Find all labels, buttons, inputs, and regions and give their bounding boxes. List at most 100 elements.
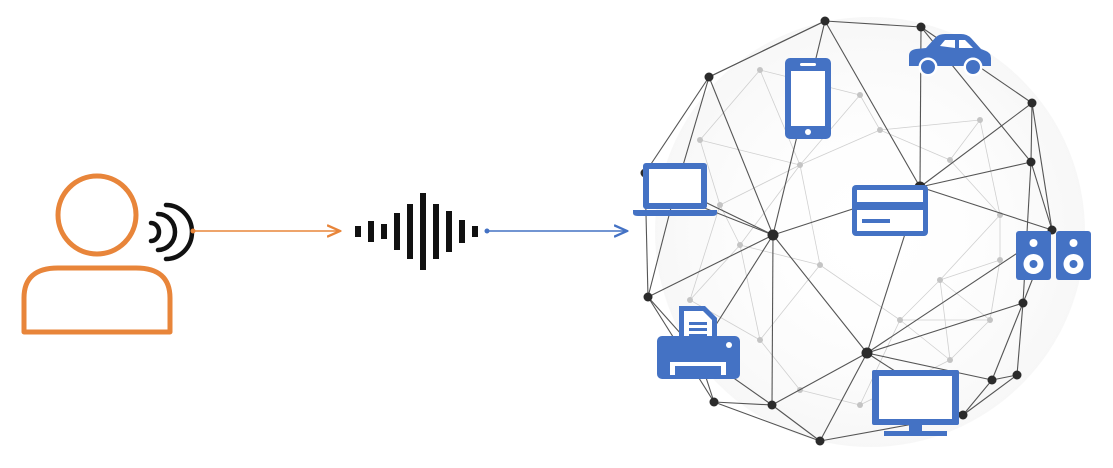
network-background-edge: [949, 319, 991, 361]
network-node: [1026, 157, 1036, 167]
network-background-node: [947, 357, 953, 363]
network-node: [1012, 370, 1022, 380]
network-background-node: [947, 157, 953, 163]
network-background-node: [987, 317, 993, 323]
network-background-node: [737, 242, 743, 248]
network-node: [958, 410, 968, 420]
network-node: [643, 292, 653, 302]
network-node: [704, 72, 714, 82]
network-background-edge: [759, 339, 801, 391]
network-edge: [991, 302, 1024, 381]
network-edge: [1016, 302, 1024, 376]
network-background-edge: [699, 139, 721, 206]
network-edge: [713, 401, 773, 406]
network-edge: [647, 234, 774, 298]
laptop-icon: [633, 163, 717, 216]
network-background-node: [857, 402, 863, 408]
network-background-node: [877, 127, 883, 133]
network-background-edge: [939, 259, 1001, 281]
network-edge: [919, 186, 1053, 231]
network-node: [767, 229, 779, 241]
network-background-edge: [879, 119, 981, 131]
network-node: [916, 22, 926, 32]
network-edge: [824, 20, 921, 188]
monitor-icon: [872, 370, 959, 436]
network-node: [815, 436, 825, 446]
network-edge: [866, 302, 1024, 354]
network-background-node: [977, 117, 983, 123]
network-background-node: [997, 257, 1003, 263]
arrow-origin-dot: [190, 228, 196, 234]
network-background-edge: [879, 129, 951, 161]
network-background-edge: [759, 264, 821, 341]
network-edge: [772, 234, 868, 354]
network-background-edge: [899, 279, 941, 321]
network-edge: [962, 379, 993, 416]
network-background-edge: [739, 244, 821, 266]
network-background-edge: [859, 319, 901, 406]
network-background-edge: [939, 279, 991, 321]
network-background-node: [757, 337, 763, 343]
network-background-edge: [699, 139, 801, 166]
network-edge: [819, 352, 868, 442]
network-edge: [708, 20, 826, 78]
network-node: [1018, 298, 1028, 308]
network-background-edge: [949, 119, 981, 161]
network-background-node: [817, 262, 823, 268]
printer-icon: [657, 306, 740, 379]
arrow-origin-dot: [484, 228, 490, 234]
network-edge: [1030, 161, 1053, 231]
network-background-edge: [799, 389, 861, 406]
smartphone-icon: [785, 58, 831, 139]
network-background-edge: [979, 119, 1001, 216]
network-background-edge: [689, 244, 741, 301]
network-background-edge: [689, 204, 721, 301]
network-background-edge: [719, 204, 741, 246]
network-edge: [713, 401, 821, 442]
network-edge: [708, 76, 774, 236]
network-edge: [824, 20, 922, 28]
network-background-edge: [799, 129, 881, 166]
network-edge: [919, 102, 1033, 188]
network-background-node: [797, 162, 803, 168]
network-node: [820, 16, 830, 26]
speakers-icon: [1016, 231, 1091, 280]
network-background-edge: [699, 69, 761, 141]
network-edge: [866, 352, 993, 381]
network-background-node: [857, 92, 863, 98]
network-edge: [962, 374, 1018, 416]
network-background-edge: [739, 244, 761, 341]
network-background-edge: [719, 164, 801, 206]
network-background-node: [717, 202, 723, 208]
network-edge: [771, 234, 774, 406]
sound-waves-icon: [148, 202, 195, 262]
network-background-edge: [819, 264, 901, 321]
network-edge: [644, 76, 710, 174]
network-edge: [919, 161, 1032, 188]
credit-card-icon: [852, 185, 928, 236]
network-background-edge: [739, 164, 801, 246]
car-icon: [909, 34, 991, 77]
network-background-node: [897, 317, 903, 323]
network-edge: [1031, 102, 1053, 231]
network-background-edge: [859, 94, 881, 131]
network-background-edge: [899, 319, 951, 361]
network-edge: [1030, 102, 1033, 163]
network-background-edge: [799, 164, 821, 266]
network-node: [861, 347, 873, 359]
network-edge: [771, 352, 868, 406]
network-background-node: [937, 277, 943, 283]
audio-waveform-icon: [355, 193, 478, 270]
person-icon: [21, 173, 173, 335]
network-node: [767, 400, 777, 410]
network-node: [1027, 98, 1037, 108]
network-edge: [771, 404, 821, 442]
network-background-edge: [949, 159, 1001, 216]
network-background-edge: [939, 214, 1001, 281]
network-background-node: [687, 297, 693, 303]
network-background-edge: [989, 259, 1001, 321]
network-node: [987, 375, 997, 385]
network-background-node: [697, 137, 703, 143]
network-node: [709, 397, 719, 407]
